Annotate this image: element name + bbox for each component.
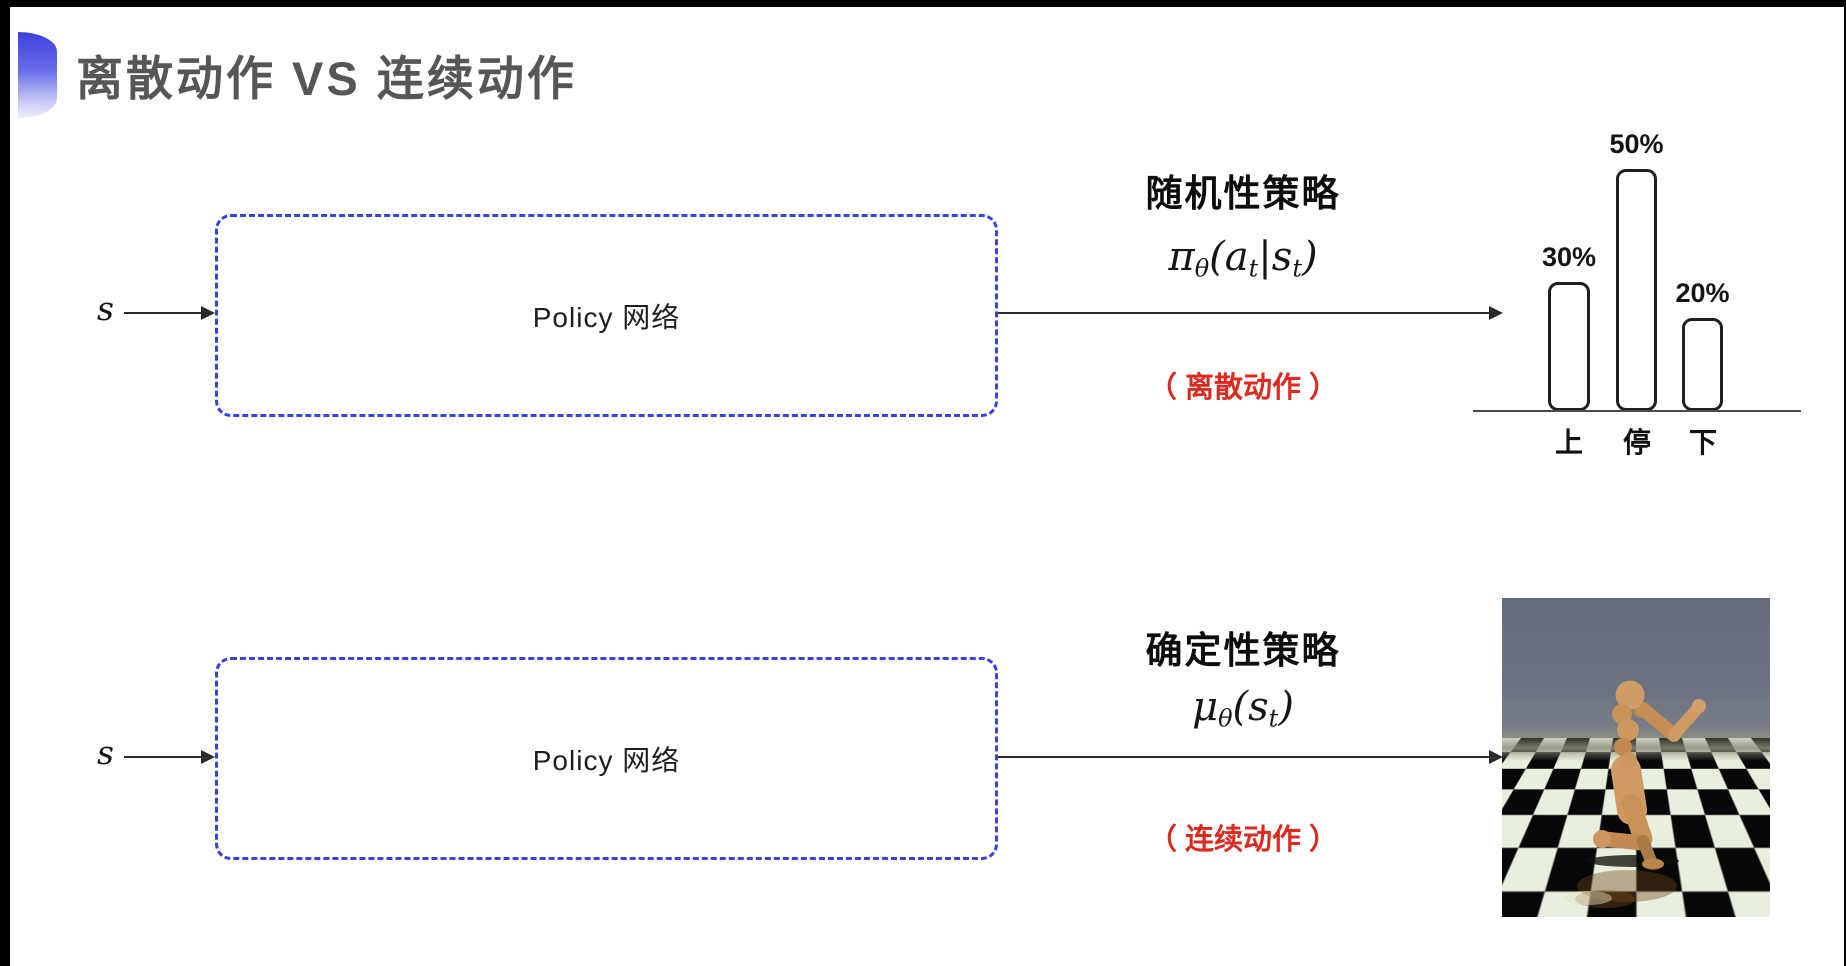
arrow-output-bottom (998, 750, 1503, 764)
discrete-action-note: （ 离散动作 ） (1147, 372, 1339, 404)
policy-box-label-top: Policy 网络 (532, 301, 681, 333)
title-bullet-decoration (18, 32, 57, 118)
bar-value-label: 50% (1609, 129, 1664, 159)
bar-down (1682, 318, 1723, 411)
continuous-action-note: （ 连续动作 ） (1147, 824, 1339, 856)
arrow-input-top (124, 306, 215, 320)
formula-paren: ( (1232, 684, 1249, 730)
formula-subscript: t (1268, 704, 1279, 733)
formula-arg: s (1271, 234, 1293, 280)
formula-symbol: π (1168, 234, 1195, 280)
stochastic-policy-formula: πθ(at|st) (1123, 234, 1363, 283)
formula-arg: a (1224, 234, 1249, 280)
formula-subscript: t (1292, 254, 1302, 283)
bar-value-label: 20% (1675, 278, 1730, 308)
formula-paren: ) (1278, 684, 1294, 730)
deterministic-policy-formula: μθ(st) (1123, 684, 1363, 733)
page-title: 离散动作 VS 连续动作 (76, 52, 577, 105)
frame-border-left (0, 0, 10, 966)
formula-arg: s (1248, 684, 1269, 730)
formula-paren: ) (1301, 234, 1318, 280)
formula-subscript: t (1248, 254, 1259, 283)
bar-column-up: 30% (1542, 242, 1596, 411)
humanoid-robot-image (1502, 598, 1770, 917)
state-input-label-bottom: s (97, 733, 114, 772)
policy-network-box-bottom: Policy 网络 (215, 657, 998, 860)
arrow-output-top (998, 306, 1503, 320)
formula-subscript: θ (1194, 254, 1210, 283)
frame-border-top (0, 0, 1846, 7)
policy-box-label-bottom: Policy 网络 (532, 744, 681, 776)
stochastic-policy-title: 随机性策略 (1145, 173, 1341, 214)
frame-border-right (1844, 0, 1846, 966)
policy-network-box-top: Policy 网络 (215, 214, 998, 417)
deterministic-policy-title: 确定性策略 (1145, 630, 1341, 671)
bar-up (1548, 282, 1590, 411)
category-label-down: 下 (1688, 427, 1717, 458)
chart-baseline (1473, 410, 1801, 412)
bar-stop (1616, 169, 1657, 411)
formula-bar: | (1258, 234, 1272, 280)
action-probability-bar-chart: 30% 50% 20% (1473, 98, 1803, 411)
category-label-up: 上 (1554, 427, 1583, 458)
state-input-label-top: s (97, 289, 114, 328)
formula-symbol: μ (1192, 684, 1219, 730)
formula-subscript: θ (1218, 704, 1233, 733)
bar-value-label: 30% (1541, 242, 1597, 272)
category-label-stop: 停 (1622, 427, 1651, 458)
bar-column-stop: 50% (1609, 129, 1664, 411)
humanoid-figure (1564, 680, 1706, 908)
arrow-input-bottom (124, 750, 215, 764)
formula-paren: ( (1209, 234, 1225, 280)
bar-column-down: 20% (1675, 278, 1730, 411)
